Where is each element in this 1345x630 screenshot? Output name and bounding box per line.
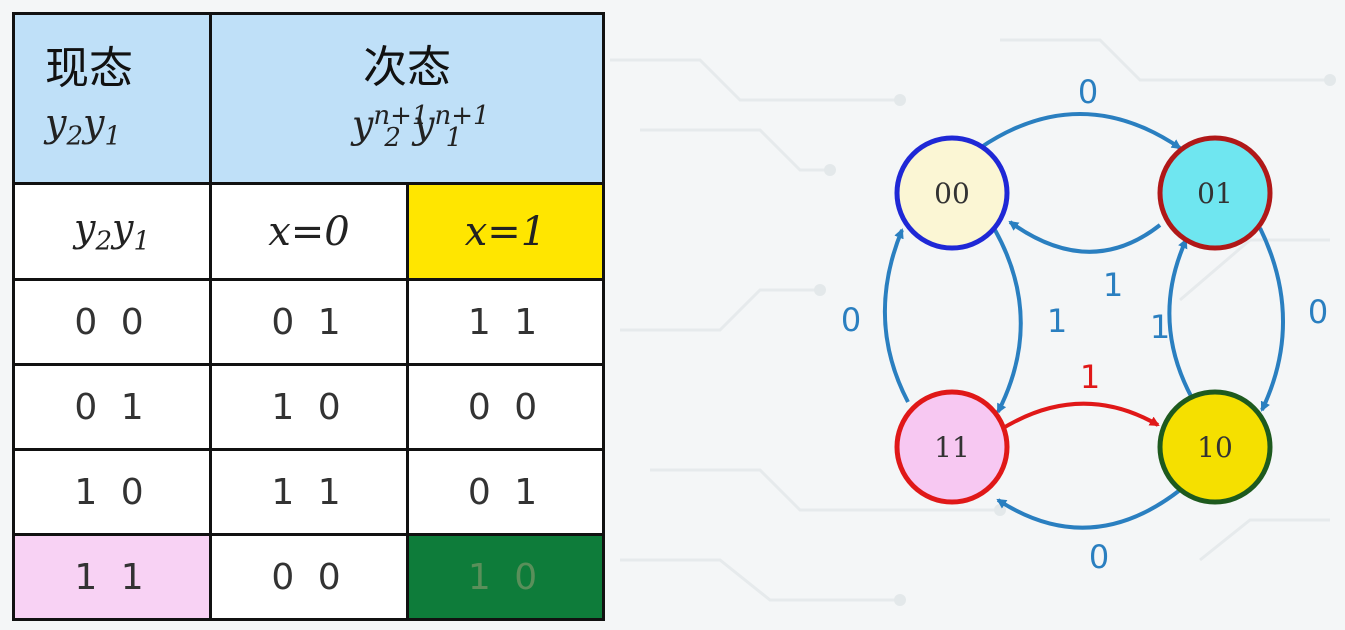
- state-01-label: 01: [1197, 177, 1233, 210]
- row-01-x0: 1 0: [209, 363, 409, 451]
- row-11-x0: 0 0: [209, 533, 409, 621]
- state-diagram: 0 1 1 0 0 1 1 0 00 01 10 11: [841, 73, 1328, 576]
- edge-11-to-10: [998, 401, 1160, 432]
- edge-label-10-01: 1: [1150, 308, 1170, 346]
- state-11-label: 11: [934, 431, 970, 464]
- state-10-node: 10: [1157, 389, 1273, 505]
- current-state-vars: y2y1: [45, 101, 122, 152]
- row-10-x1: 0 1: [406, 448, 605, 536]
- row-00-x0: 0 1: [209, 278, 409, 366]
- state-11-node: 11: [894, 389, 1010, 505]
- edge-label-11-10: 1: [1080, 358, 1100, 396]
- column-label-x0: x=0: [209, 182, 409, 281]
- state-01-node: 01: [1157, 135, 1273, 251]
- row-00-x1: 1 1: [406, 278, 605, 366]
- row-11-x1: 1 0: [406, 533, 605, 621]
- edge-11-to-00: [882, 228, 910, 403]
- next-state-header-cell: 次态 yn+12 yn+11: [209, 12, 605, 185]
- edge-label-00-01: 0: [1078, 73, 1098, 111]
- next-state-header: 次态: [363, 42, 451, 94]
- state-10-label: 10: [1197, 431, 1233, 464]
- column-label-x1: x=1: [406, 182, 605, 281]
- row-01-x1: 0 0: [406, 363, 605, 451]
- edge-label-01-10: 0: [1308, 293, 1328, 331]
- column-label-state: y2y1: [12, 182, 212, 281]
- current-state-header-cell: 现态 y2y1: [12, 12, 212, 185]
- edge-label-11-00: 0: [841, 301, 861, 339]
- edge-00-to-01: [978, 112, 1182, 150]
- current-state-header: 现态: [45, 43, 133, 94]
- row-10-x0: 1 1: [209, 448, 409, 536]
- row-11-state: 1 1: [12, 533, 212, 621]
- state-00-node: 00: [894, 135, 1010, 251]
- edge-label-01-00: 1: [1103, 266, 1123, 304]
- edge-label-10-11: 0: [1089, 538, 1109, 576]
- next-state-vars: yn+12 yn+11: [351, 100, 490, 153]
- edge-10-to-01: [1167, 238, 1194, 399]
- edge-01-to-10: [1258, 227, 1285, 412]
- edge-label-00-11: 1: [1047, 302, 1067, 340]
- row-00-state: 0 0: [12, 278, 212, 366]
- row-01-state: 0 1: [12, 363, 212, 451]
- row-10-state: 1 0: [12, 448, 212, 536]
- edge-10-to-11: [996, 488, 1182, 530]
- edge-01-to-00: [1008, 220, 1162, 254]
- state-00-label: 00: [934, 177, 970, 210]
- edge-00-to-11: [993, 229, 1023, 414]
- state-transition-table: 现态 y2y1 次态 yn+12 yn+11 y2y1 x=0 x=1 0 0 …: [12, 12, 605, 621]
